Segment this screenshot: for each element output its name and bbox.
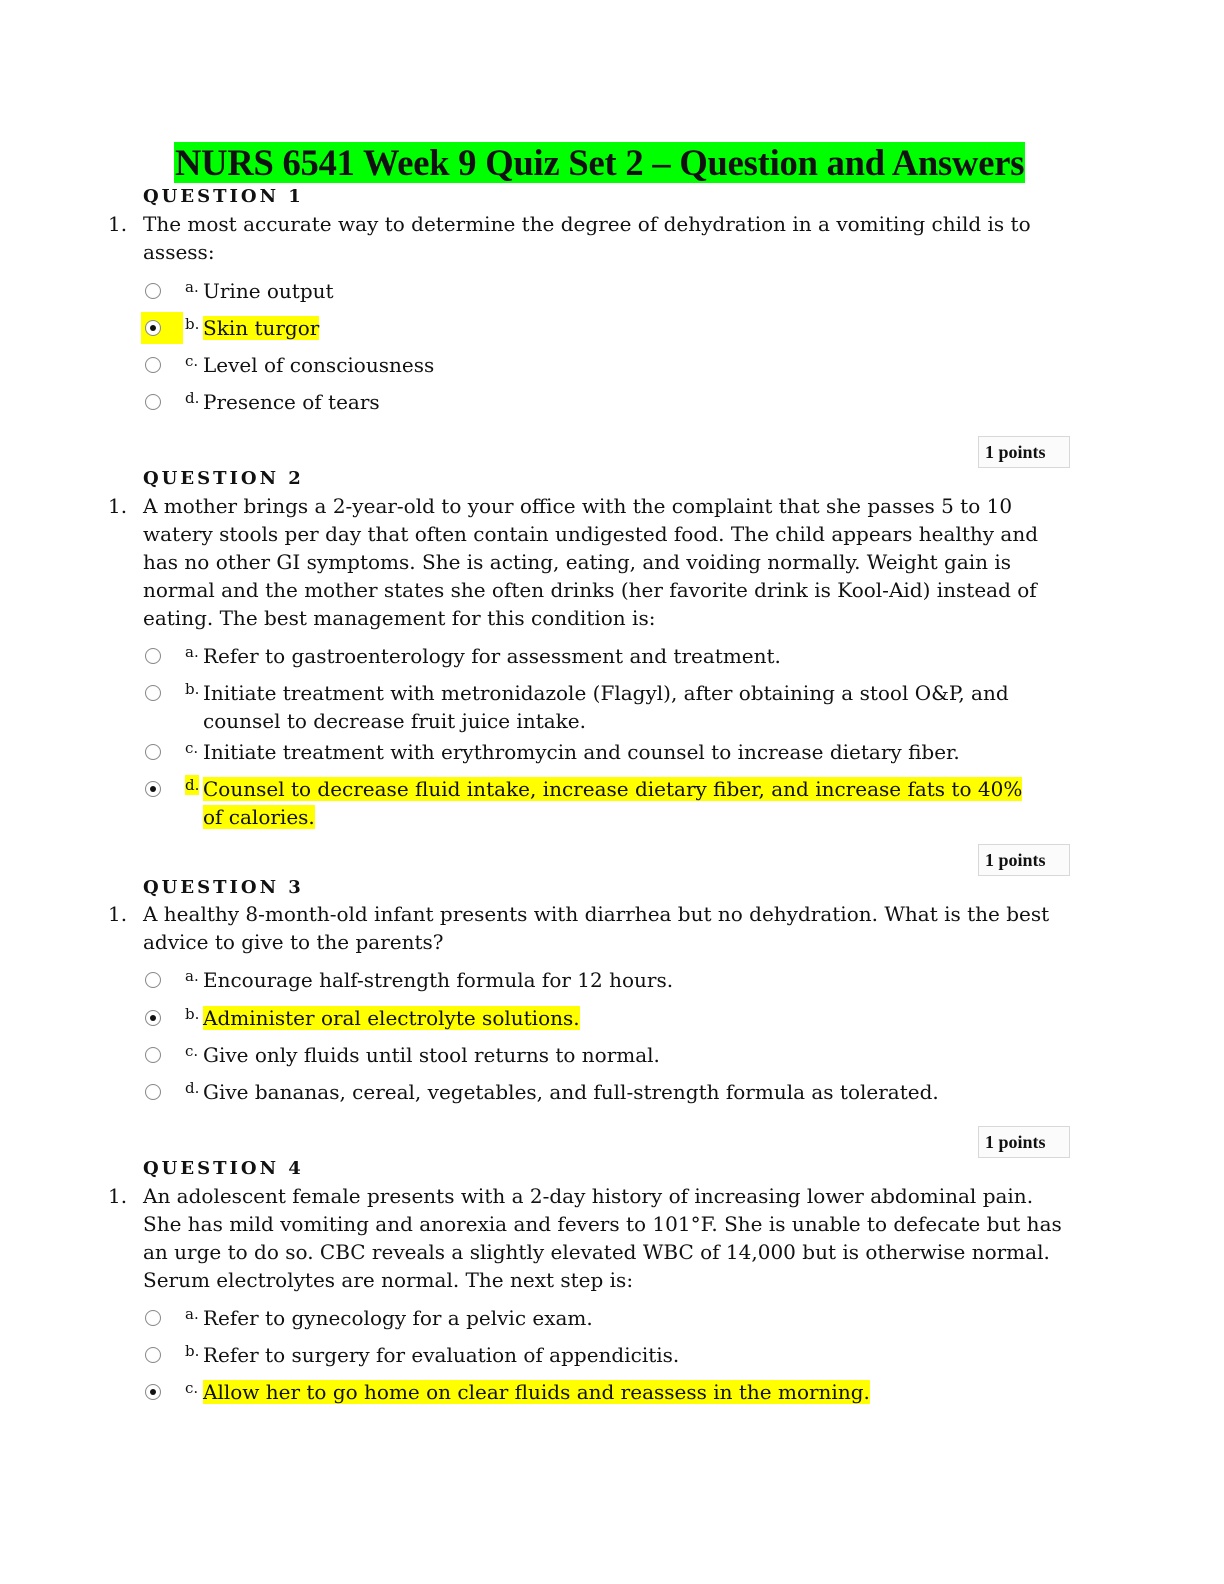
radio-button-icon[interactable] — [145, 972, 161, 988]
answer-option-selected[interactable]: d. Counsel to decrease fluid intake, inc… — [0, 775, 1224, 831]
option-letter: d. — [185, 775, 200, 795]
radio-button-icon[interactable] — [145, 357, 161, 373]
question-text: An adolescent female presents with a 2-d… — [143, 1184, 1062, 1292]
answer-option-selected[interactable]: c. Allow her to go home on clear fluids … — [0, 1378, 1224, 1406]
option-letter: a. — [185, 967, 199, 985]
option-letter: c. — [185, 352, 199, 370]
page-title-text: NURS 6541 Week 9 Quiz Set 2 – Question a… — [174, 142, 1026, 183]
option-letter: b. — [185, 680, 200, 698]
option-letter: c. — [185, 1042, 199, 1060]
radio-button-checked-icon[interactable] — [145, 781, 161, 797]
option-text: Presence of tears — [203, 390, 380, 414]
radio-button-icon[interactable] — [145, 685, 161, 701]
question-heading: QUESTION 2 — [143, 468, 304, 489]
option-text-wrapper: Counsel to decrease fluid intake, increa… — [203, 775, 1043, 831]
radio-button-icon[interactable] — [145, 394, 161, 410]
option-text: Skin turgor — [203, 316, 320, 340]
answer-option[interactable]: b. Refer to surgery for evaluation of ap… — [0, 1341, 1224, 1369]
option-text: Refer to gastroenterology for assessment… — [203, 644, 781, 668]
option-text: Give only fluids until stool returns to … — [203, 1043, 660, 1067]
question-number: 1. — [108, 212, 128, 236]
option-letter: a. — [185, 278, 199, 296]
radio-button-icon[interactable] — [145, 283, 161, 299]
answer-option[interactable]: c. Level of consciousness — [0, 351, 1224, 379]
option-text: Counsel to decrease fluid intake, increa… — [203, 777, 1023, 829]
answer-option[interactable]: c. Initiate treatment with erythromycin … — [0, 738, 1224, 766]
radio-button-icon[interactable] — [145, 1084, 161, 1100]
answer-option[interactable]: d. Give bananas, cereal, vegetables, and… — [0, 1078, 1224, 1106]
radio-button-icon[interactable] — [145, 1347, 161, 1363]
answer-option[interactable]: a. Refer to gynecology for a pelvic exam… — [0, 1304, 1224, 1332]
option-text-wrapper: Administer oral electrolyte solutions. — [203, 1004, 1063, 1032]
answer-option[interactable]: c. Give only fluids until stool returns … — [0, 1041, 1224, 1069]
radio-button-icon[interactable] — [145, 1047, 161, 1063]
option-letter: a. — [185, 643, 199, 661]
option-text-wrapper: Allow her to go home on clear fluids and… — [203, 1378, 1063, 1406]
points-badge: 1 points — [978, 1126, 1070, 1158]
option-letter: b. — [185, 315, 200, 333]
points-badge: 1 points — [978, 844, 1070, 876]
option-text: Encourage half-strength formula for 12 h… — [203, 968, 674, 992]
option-text: Level of consciousness — [203, 353, 435, 377]
radio-button-checked-icon[interactable] — [145, 1010, 161, 1026]
question-heading: QUESTION 3 — [143, 877, 304, 898]
answer-option[interactable]: a. Refer to gastroenterology for assessm… — [0, 642, 1224, 670]
question-text: The most accurate way to determine the d… — [143, 212, 1031, 264]
option-letter: b. — [185, 1005, 200, 1023]
question-heading: QUESTION 1 — [143, 186, 304, 207]
answer-option[interactable]: b. Initiate treatment with metronidazole… — [0, 679, 1224, 735]
answer-option-selected[interactable]: b. Skin turgor — [0, 312, 1224, 344]
question-heading: QUESTION 4 — [143, 1158, 304, 1179]
option-text: Give bananas, cereal, vegetables, and fu… — [203, 1080, 939, 1104]
option-letter: a. — [185, 1305, 199, 1323]
option-letter: d. — [185, 1079, 200, 1097]
answer-option-selected[interactable]: b. Administer oral electrolyte solutions… — [0, 1004, 1224, 1032]
radio-button-icon[interactable] — [145, 648, 161, 664]
question-text: A healthy 8-month-old infant presents wi… — [143, 902, 1050, 954]
radio-button-checked-icon[interactable] — [145, 320, 161, 336]
radio-button-icon[interactable] — [145, 1310, 161, 1326]
question-number: 1. — [108, 1184, 128, 1208]
option-text: Initiate treatment with erythromycin and… — [203, 740, 960, 764]
answer-option[interactable]: a. Urine output — [0, 277, 1224, 305]
page-title: NURS 6541 Week 9 Quiz Set 2 – Question a… — [174, 142, 1026, 184]
option-letter: b. — [185, 1342, 200, 1360]
option-text: Refer to gynecology for a pelvic exam. — [203, 1306, 593, 1330]
option-text-wrapper: Skin turgor — [203, 314, 1063, 342]
radio-button-icon[interactable] — [145, 744, 161, 760]
question-number: 1. — [108, 494, 128, 518]
option-text: Allow her to go home on clear fluids and… — [203, 1380, 870, 1404]
points-badge: 1 points — [978, 436, 1070, 468]
answer-option[interactable]: a. Encourage half-strength formula for 1… — [0, 966, 1224, 994]
radio-button-checked-icon[interactable] — [145, 1384, 161, 1400]
question-text: A mother brings a 2-year-old to your off… — [143, 494, 1039, 630]
option-text: Refer to surgery for evaluation of appen… — [203, 1343, 680, 1367]
option-letter: c. — [185, 1379, 199, 1397]
question-number: 1. — [108, 902, 128, 926]
answer-option[interactable]: d. Presence of tears — [0, 388, 1224, 416]
option-letter: c. — [185, 739, 199, 757]
option-text: Initiate treatment with metronidazole (F… — [203, 681, 1009, 733]
option-text: Urine output — [203, 279, 334, 303]
option-text: Administer oral electrolyte solutions. — [203, 1006, 580, 1030]
option-letter: d. — [185, 389, 200, 407]
